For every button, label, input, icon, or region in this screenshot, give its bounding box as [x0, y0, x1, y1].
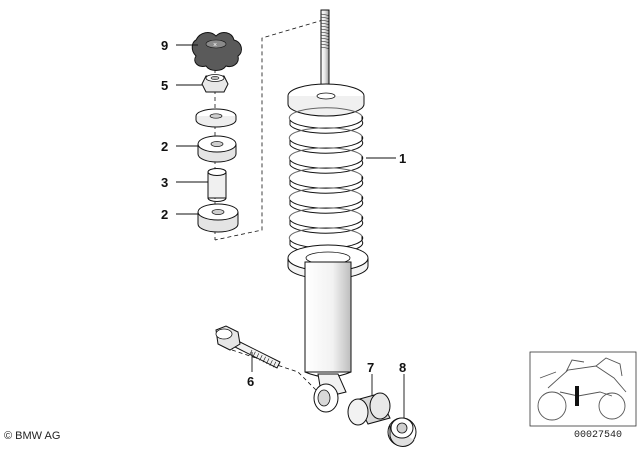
spacer-ring[interactable]	[387, 417, 417, 447]
callout-sleeve[interactable]: 3	[161, 175, 168, 190]
motorcycle-icon	[537, 357, 627, 421]
lower-eye	[313, 373, 347, 413]
location-marker	[575, 386, 579, 406]
motorcycle-thumbnail	[529, 351, 637, 427]
document-number: 00027540	[574, 430, 623, 441]
damper-body	[304, 261, 352, 378]
coil-spring	[288, 107, 364, 254]
callout-washer-lower[interactable]: 2	[161, 207, 168, 222]
nut[interactable]	[201, 74, 229, 93]
flat-washer[interactable]	[195, 108, 237, 128]
callout-shock-absorber[interactable]: 1	[399, 151, 406, 166]
callout-nut[interactable]: 5	[161, 78, 168, 93]
callout-bolt[interactable]: 6	[247, 374, 254, 389]
adjuster-knob[interactable]: ×	[191, 32, 242, 71]
copyright-text: © BMW AG	[4, 430, 61, 442]
rubber-bushing[interactable]	[347, 392, 391, 426]
rubber-washer-lower[interactable]	[197, 203, 239, 233]
hex-bolt[interactable]	[215, 325, 281, 369]
rubber-washer-upper[interactable]	[197, 135, 237, 163]
leader-lines	[176, 44, 405, 418]
callout-washer-upper[interactable]: 2	[161, 139, 168, 154]
callout-spacer[interactable]: 8	[399, 360, 406, 375]
spacer-sleeve[interactable]	[207, 168, 227, 202]
shock-absorber[interactable]	[287, 9, 369, 413]
knob-mark-icon: ×	[213, 42, 217, 49]
callout-knob[interactable]: 9	[161, 38, 168, 53]
callout-labels: 9 5 2 3 2 1 6 7 8	[161, 38, 406, 389]
callout-bushing[interactable]: 7	[367, 360, 374, 375]
